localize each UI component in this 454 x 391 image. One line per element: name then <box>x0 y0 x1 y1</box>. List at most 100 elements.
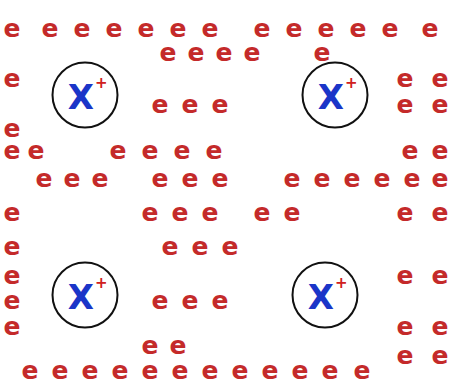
ion-charge: + <box>335 276 348 291</box>
electron: e <box>202 358 219 383</box>
electron: e <box>170 333 187 358</box>
ion-circle: X+ <box>301 61 369 129</box>
electron: e <box>74 16 91 41</box>
electron: e <box>142 200 159 225</box>
electron: e <box>172 200 189 225</box>
electron: e <box>432 66 449 91</box>
electron: e <box>314 40 331 65</box>
electron: e <box>4 66 21 91</box>
electron: e <box>138 16 155 41</box>
electron: e <box>432 166 449 191</box>
electron: e <box>182 92 199 117</box>
electron: e <box>432 263 449 288</box>
electron: e <box>212 92 229 117</box>
electron: e <box>182 288 199 313</box>
electron: e <box>152 92 169 117</box>
electron: e <box>404 166 421 191</box>
electron: e <box>314 166 331 191</box>
electron: e <box>344 166 361 191</box>
electron: e <box>160 40 177 65</box>
electron: e <box>4 288 21 313</box>
electron: e <box>286 16 303 41</box>
electron: e <box>212 288 229 313</box>
ion-ring <box>53 263 118 328</box>
electron: e <box>142 138 159 163</box>
electron: e <box>284 200 301 225</box>
electron: e <box>397 314 414 339</box>
electron: e <box>172 358 189 383</box>
ion-charge: + <box>95 276 108 291</box>
electron: e <box>4 263 21 288</box>
electron: e <box>152 166 169 191</box>
ion-ring <box>53 63 118 128</box>
electron: e <box>112 358 129 383</box>
electron: e <box>4 234 21 259</box>
electron: e <box>322 358 339 383</box>
electron: e <box>222 234 239 259</box>
electron: e <box>354 358 371 383</box>
ion-charge: + <box>95 76 108 91</box>
electron: e <box>110 138 127 163</box>
electron: e <box>432 343 449 368</box>
electron: e <box>432 92 449 117</box>
electron: e <box>397 66 414 91</box>
ion-symbol: X <box>308 280 334 314</box>
electron: e <box>142 333 159 358</box>
electron: e <box>397 200 414 225</box>
electron: e <box>374 166 391 191</box>
electron: e <box>254 200 271 225</box>
electron: e <box>292 358 309 383</box>
electron: e <box>162 234 179 259</box>
electron: e <box>92 166 109 191</box>
ion-symbol: X <box>318 80 344 114</box>
electron: e <box>4 314 21 339</box>
electron: e <box>318 16 335 41</box>
electron: e <box>350 16 367 41</box>
electron: e <box>42 16 59 41</box>
electron: e <box>422 16 439 41</box>
electron: e <box>142 358 159 383</box>
electron: e <box>284 166 301 191</box>
electron: e <box>182 166 199 191</box>
ion-ring <box>303 63 368 128</box>
electron: e <box>212 166 229 191</box>
ion-circle: X+ <box>291 261 359 329</box>
electron: e <box>64 166 81 191</box>
electron: e <box>82 358 99 383</box>
electron: e <box>232 358 249 383</box>
electron: e <box>170 16 187 41</box>
electron: e <box>202 16 219 41</box>
electron: e <box>174 138 191 163</box>
electron: e <box>382 16 399 41</box>
electron: e <box>206 138 223 163</box>
electron: e <box>254 16 271 41</box>
electron: e <box>397 92 414 117</box>
electron: e <box>432 138 449 163</box>
electron: e <box>202 200 219 225</box>
ion-ring <box>293 263 358 328</box>
electron: e <box>52 358 69 383</box>
electron: e <box>106 16 123 41</box>
electron: e <box>216 40 233 65</box>
electron: e <box>188 40 205 65</box>
electron: e <box>432 314 449 339</box>
electron: e <box>4 200 21 225</box>
ion-charge: + <box>345 76 358 91</box>
electron: e <box>36 166 53 191</box>
electron: e <box>4 16 21 41</box>
electron: e <box>397 343 414 368</box>
electron: e <box>244 40 261 65</box>
electron: e <box>262 358 279 383</box>
electron: e <box>28 138 45 163</box>
ion-circle: X+ <box>51 61 119 129</box>
electron: e <box>152 288 169 313</box>
ion-symbol: X <box>68 280 94 314</box>
electron: e <box>22 358 39 383</box>
electron: e <box>192 234 209 259</box>
electron: e <box>397 263 414 288</box>
electron: e <box>432 200 449 225</box>
ion-circle: X+ <box>51 261 119 329</box>
ion-symbol: X <box>68 80 94 114</box>
electron: e <box>402 138 419 163</box>
